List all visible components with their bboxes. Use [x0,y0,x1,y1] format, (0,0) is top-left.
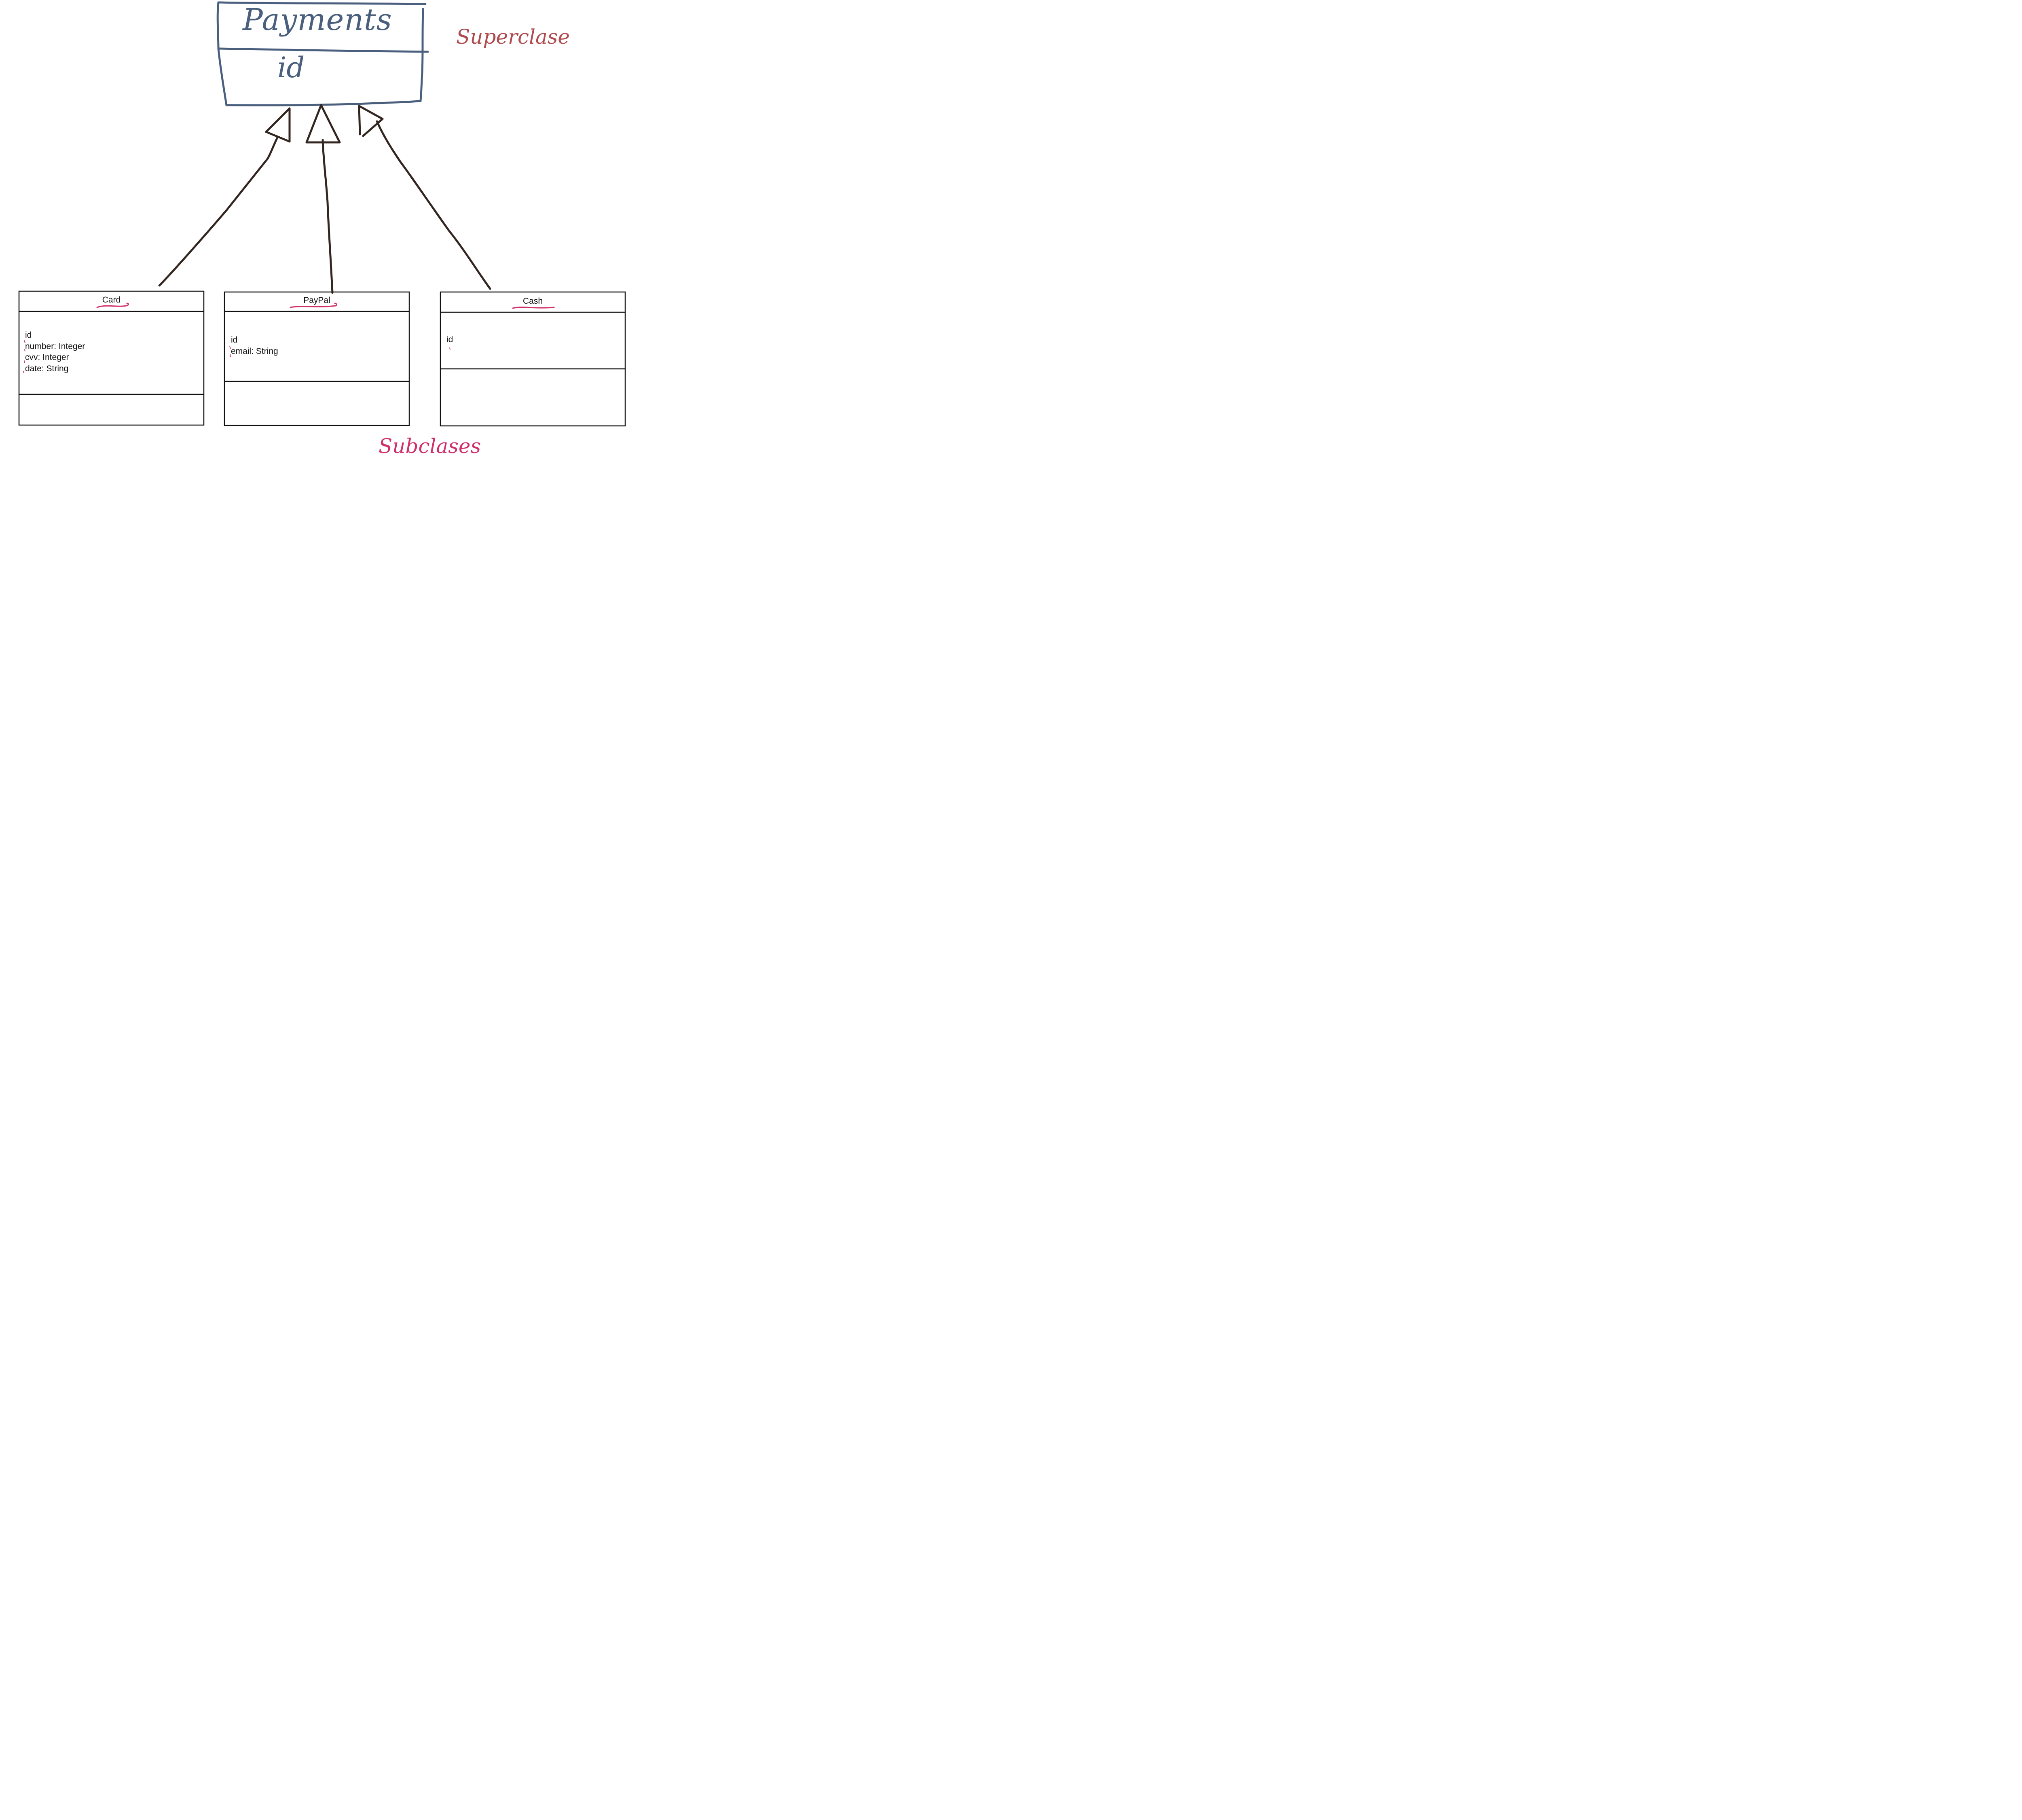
subclasses-annotation: Subclases [379,434,481,458]
paypal-attribute: id [231,335,238,345]
paypal-tick-2 [230,354,231,357]
paypal-class-outline [224,291,410,426]
uml-diagram-canvas [18,1,626,427]
inheritance-arrowhead-cash [358,105,384,137]
card-tick-4 [23,371,24,373]
superclass-name: Payments [243,2,392,37]
subclass-name-underlines [96,303,555,309]
superclass-box-bottom-edge [225,100,422,107]
cash-name-underline [512,307,555,309]
superclass-box-divider [217,47,429,53]
card-attribute-list: id number: Integer cvv: Integer date: St… [25,330,85,374]
paypal-tick-1 [229,346,231,349]
card-class-name: Card [102,295,121,305]
card-class-outline [18,290,205,426]
inheritance-line-card [158,136,279,287]
paypal-class-box [224,291,410,426]
inheritance-line-cash [376,120,491,290]
card-tick-3 [24,360,25,363]
attribute-tick-marks [23,340,451,373]
diagram-text-layer: Payments id Superclase Subclases Card id… [0,0,628,471]
cash-class-name: Cash [522,296,543,306]
inheritance-arrows [158,104,491,294]
superclass-box [216,1,429,107]
superclass-box-right-edge [419,8,424,102]
cash-attribute-list: id [446,334,453,345]
card-attribute: id [25,330,32,340]
card-attribute: cvv: Integer [25,353,69,362]
card-tick-2 [24,349,25,351]
paypal-attribute: email: String [231,346,278,356]
card-attribute: number: Integer [25,341,85,351]
paypal-attribute-list: id email: String [231,334,278,357]
card-attribute: date: String [25,364,69,373]
inheritance-line-paypal [321,139,334,294]
card-name-underline [96,303,129,308]
cash-class-box [440,291,626,427]
superclass-box-top-edge [217,1,427,5]
paypal-class-name: PayPal [303,296,330,305]
paypal-name-underline [290,303,337,308]
card-tick-1 [24,340,25,343]
superclass-attribute-id: id [277,51,305,84]
card-class-box [18,290,205,426]
inheritance-arrowhead-paypal [305,104,341,144]
cash-class-outline [440,291,626,427]
inheritance-arrowhead-card [265,107,291,143]
cash-attribute: id [446,335,453,344]
superclass-annotation: Superclase [456,25,570,49]
